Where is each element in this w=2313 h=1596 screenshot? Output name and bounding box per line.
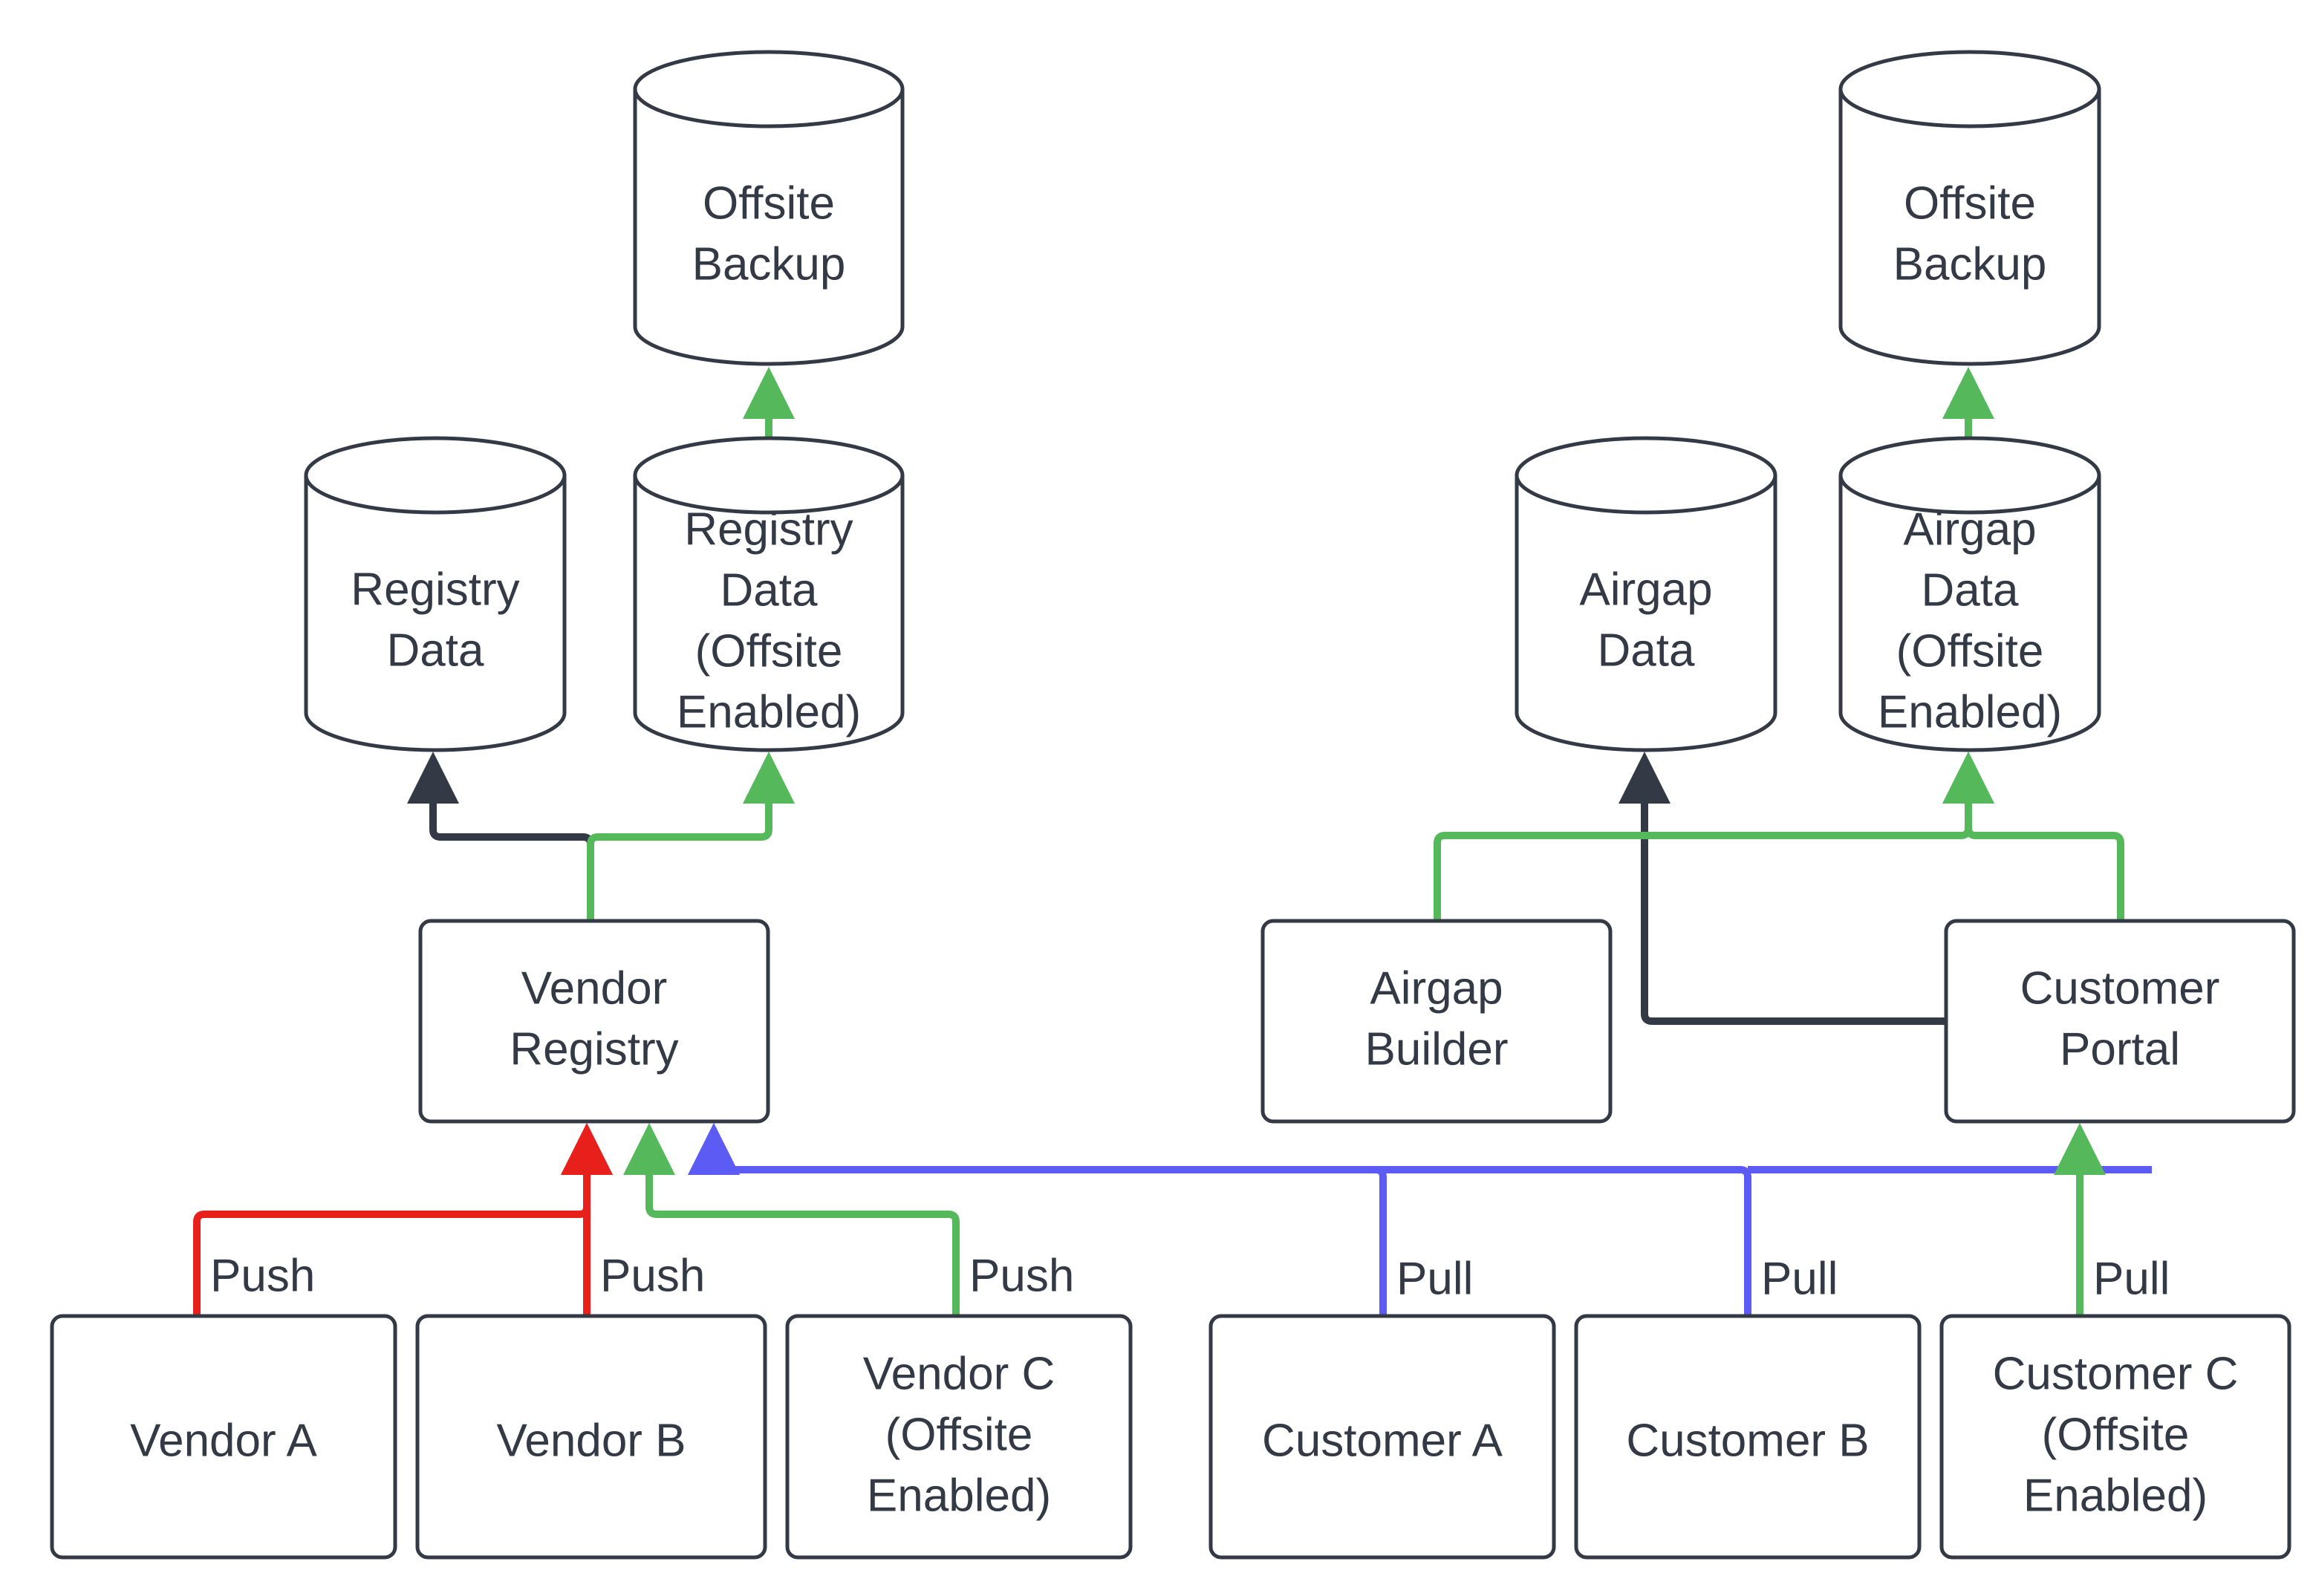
node-label-line: (Offsite [885, 1409, 1033, 1460]
node-customer-portal[interactable]: Customer Portal [1944, 919, 2296, 1124]
node-label-line: (Offsite [695, 625, 843, 677]
node-offsite-backup-right[interactable]: Offsite Backup [1838, 50, 2101, 366]
node-label-line: Backup [692, 238, 846, 290]
node-label-line: Offsite [703, 177, 835, 229]
edge-label-pull-customer-b: Pull [1761, 1253, 1838, 1304]
node-label-line: Customer [2020, 963, 2220, 1014]
node-label-line: Vendor C [863, 1348, 1055, 1399]
edge-vendor-registry-to-registry-data-offsite [587, 752, 795, 921]
node-label-line: (Offsite [2042, 1409, 2190, 1460]
node-label-line: (Offsite [1896, 625, 2044, 677]
node-label-line: Vendor B [496, 1415, 686, 1466]
node-label-line: Data [387, 625, 484, 676]
node-label-line: Enabled) [2023, 1470, 2208, 1521]
edge-vendor-registry-to-registry-data [407, 752, 594, 921]
edge-label-push-vendor-b: Push [600, 1250, 705, 1301]
edge-label-pull-customer-c: Pull [2093, 1253, 2170, 1304]
node-label-line: Registry [684, 504, 853, 555]
edge-customer-portal-to-airgap-data-offsite [1942, 752, 2124, 921]
node-label-line: Customer A [1262, 1415, 1503, 1466]
node-airgap-data[interactable]: Airgap Data [1515, 436, 1777, 752]
node-customer-c[interactable]: Customer C (Offsite Enabled) [1939, 1314, 2291, 1560]
node-label-line: Registry [351, 564, 519, 615]
node-airgap-data-offsite[interactable]: Airgap Data (Offsite Enabled) [1838, 436, 2101, 752]
node-label-line: Portal [2060, 1023, 2180, 1075]
node-vendor-c[interactable]: Vendor C (Offsite Enabled) [785, 1314, 1133, 1560]
edge-label-push-vendor-c: Push [969, 1250, 1074, 1301]
node-registry-data[interactable]: Registry Data [304, 436, 567, 752]
node-label-line: Customer B [1626, 1415, 1869, 1466]
node-vendor-registry[interactable]: Vendor Registry [418, 919, 770, 1124]
node-vendor-b[interactable]: Vendor B [415, 1314, 767, 1560]
node-airgap-builder[interactable]: Airgap Builder [1260, 919, 1613, 1124]
node-label-line: Vendor A [130, 1415, 317, 1466]
node-label-line: Vendor [521, 963, 668, 1014]
node-label-line: Enabled) [867, 1470, 1051, 1521]
node-label-line: Airgap [1370, 963, 1503, 1014]
nodes-layer: Offsite Backup Registry Data Registry Da… [50, 50, 2296, 1560]
edge-vendor-c-to-vendor-registry [623, 1123, 960, 1316]
edge-airgap-builder-to-airgap-data-offsite [1434, 752, 1994, 921]
node-label-line: Registry [510, 1023, 678, 1075]
node-label-line: Data [1922, 564, 2019, 616]
node-label-line: Backup [1893, 238, 2047, 290]
node-label-line: Builder [1365, 1023, 1509, 1075]
node-registry-data-offsite[interactable]: Registry Data (Offsite Enabled) [633, 436, 905, 752]
node-label-line: Enabled) [1878, 686, 2062, 737]
node-vendor-a[interactable]: Vendor A [50, 1314, 397, 1560]
node-offsite-backup-left[interactable]: Offsite Backup [633, 50, 905, 366]
node-label-line: Customer C [1993, 1348, 2239, 1399]
edge-customer-b-to-vendor-registry [688, 1123, 1751, 1316]
edge-customer-portal-to-airgap-data [1619, 752, 1946, 1025]
edge-labels-layer: Push Push Push Pull Pull Pull [210, 1250, 2170, 1304]
node-label-line: Data [1598, 625, 1695, 676]
node-customer-a[interactable]: Customer A [1208, 1314, 1556, 1560]
edge-label-pull-customer-a: Pull [1396, 1253, 1473, 1304]
node-label-line: Data [720, 564, 818, 616]
edge-label-push-vendor-a: Push [210, 1250, 315, 1301]
node-customer-b[interactable]: Customer B [1574, 1314, 1922, 1560]
node-label-line: Airgap [1579, 564, 1712, 615]
node-label-line: Enabled) [677, 686, 861, 737]
node-label-line: Offsite [1904, 177, 2036, 229]
node-label-line: Airgap [1903, 504, 2036, 555]
edges-layer [193, 367, 2152, 1316]
